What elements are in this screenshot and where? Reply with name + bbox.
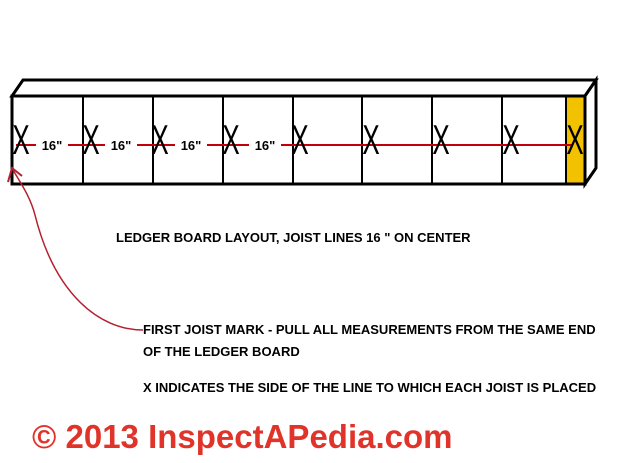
x-mark-note: X INDICATES THE SIDE OF THE LINE TO WHIC… bbox=[143, 380, 597, 395]
joist-x-mark: X bbox=[222, 118, 239, 164]
spacing-label-background bbox=[175, 137, 207, 153]
ledger-board-front-face bbox=[10, 94, 587, 186]
first-joist-arrow-head bbox=[7, 166, 23, 183]
joist-x-mark: X bbox=[362, 118, 379, 164]
spacing-label-background bbox=[36, 137, 68, 153]
first-joist-arrow-curve bbox=[12, 169, 144, 331]
joist-x-mark: X bbox=[12, 118, 29, 164]
joist-x-mark: X bbox=[291, 118, 308, 164]
joist-x-mark: X bbox=[502, 118, 519, 164]
joist-x-mark: X bbox=[151, 118, 168, 164]
first-joist-note-line-2: OF THE LEDGER BOARD bbox=[143, 344, 300, 359]
spacing-labels: 16" 16" 16" 16" bbox=[36, 137, 281, 153]
ledger-board-end-face bbox=[583, 75, 598, 189]
first-joist-note-line-1: FIRST JOIST MARK - PULL ALL MEASUREMENTS… bbox=[143, 322, 596, 337]
spacing-label: 16" bbox=[181, 138, 202, 153]
spacing-label-background bbox=[105, 137, 137, 153]
layout-title: LEDGER BOARD LAYOUT, JOIST LINES 16 " ON… bbox=[116, 230, 471, 245]
spacing-label: 16" bbox=[255, 138, 276, 153]
joist-x-mark: X bbox=[82, 118, 99, 164]
spacing-label: 16" bbox=[111, 138, 132, 153]
spacing-label-background bbox=[249, 137, 281, 153]
joist-x-mark: X bbox=[432, 118, 449, 164]
joist-lines bbox=[82, 96, 503, 184]
ledger-board-top-face bbox=[9, 78, 599, 98]
spacing-label: 16" bbox=[42, 138, 63, 153]
copyright-notice: © 2013 InspectAPedia.com bbox=[32, 418, 453, 455]
joist-x-mark: X bbox=[566, 118, 583, 164]
